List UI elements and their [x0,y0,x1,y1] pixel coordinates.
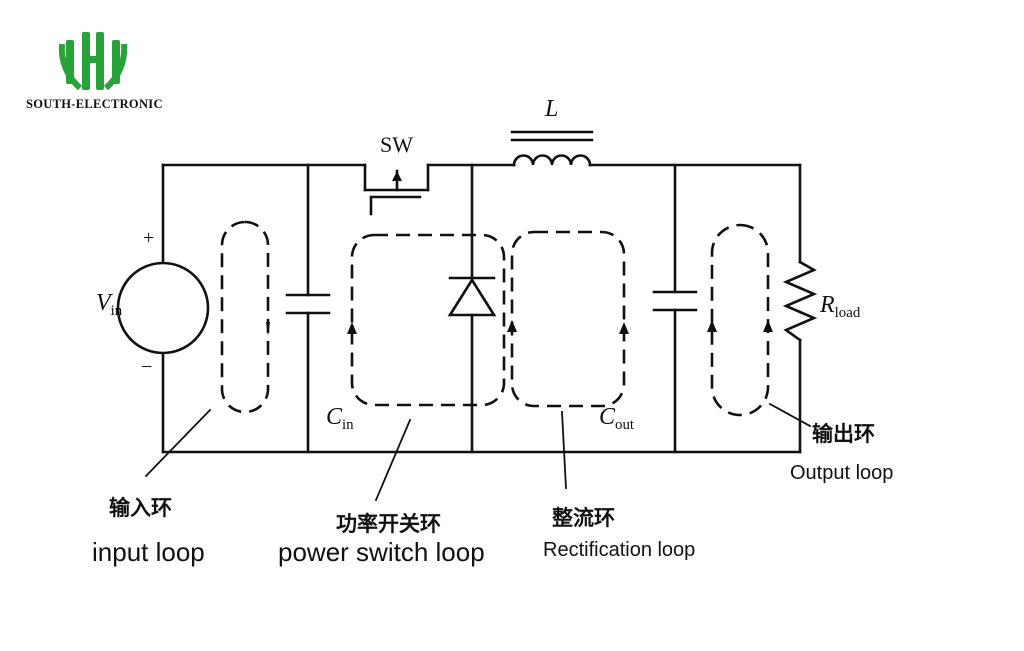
power-switch-loop-outline [350,233,506,407]
vin-minus-sign: − [141,356,153,378]
vin-label-main: V [96,290,111,316]
cout-label-main: C [599,404,616,430]
output-loop-arrow-left-icon [707,320,717,332]
cin-label-sub: in [342,416,354,433]
input-loop-label-en: input loop [92,537,205,567]
rectification-loop-leader [561,411,567,489]
rectification-loop-arrow-right-icon [619,322,629,334]
brand-name: SOUTH-ELECTRONIC [26,97,163,111]
rload-resistor-icon [782,260,818,342]
rectification-loop-label-en: Rectification loop [543,539,696,561]
inductor-coil-icon [512,154,592,167]
rload-label-sub: load [834,304,861,321]
cout-label: Cout [599,404,635,433]
power-switch-loop-leader [374,418,412,502]
rectification-loop-arrow-left-icon [507,320,517,332]
rload-label: Rload [820,292,861,321]
vin-label-sub: in [110,302,123,319]
output-loop-leader [768,402,812,428]
diode-icon [447,277,497,317]
vin-label: Vin [96,290,123,319]
cin-label-main: C [326,404,343,430]
vin-plus-sign: + [143,227,155,249]
output-loop-label-en: Output loop [790,462,894,484]
rectification-loop-outline [510,230,626,408]
input-loop-outline [220,220,270,414]
switch-label: SW [380,132,413,157]
power-switch-loop-label-zh: 功率开关环 [336,513,441,536]
power-switch-loop-label-en: power switch loop [278,537,485,567]
cout-label-sub: out [615,416,635,433]
rectification-loop-label-zh: 整流环 [552,507,615,530]
output-loop-outline [710,223,770,417]
input-loop-arrow-icon [266,322,270,336]
power-switch-loop-arrow-icon [347,322,357,334]
output-loop-label-zh: 输出环 [812,423,875,446]
cin-label: Cin [326,404,354,433]
input-loop-leader [144,408,212,478]
inductor-label: L [545,96,559,122]
sw-arrow-icon [392,171,402,181]
vin-source-icon [116,261,210,355]
rload-label-main: R [820,292,835,318]
input-loop-label-zh: 输入环 [109,497,172,520]
output-loop-arrow-right-icon [763,320,773,332]
south-electronic-logo-icon [58,32,128,91]
